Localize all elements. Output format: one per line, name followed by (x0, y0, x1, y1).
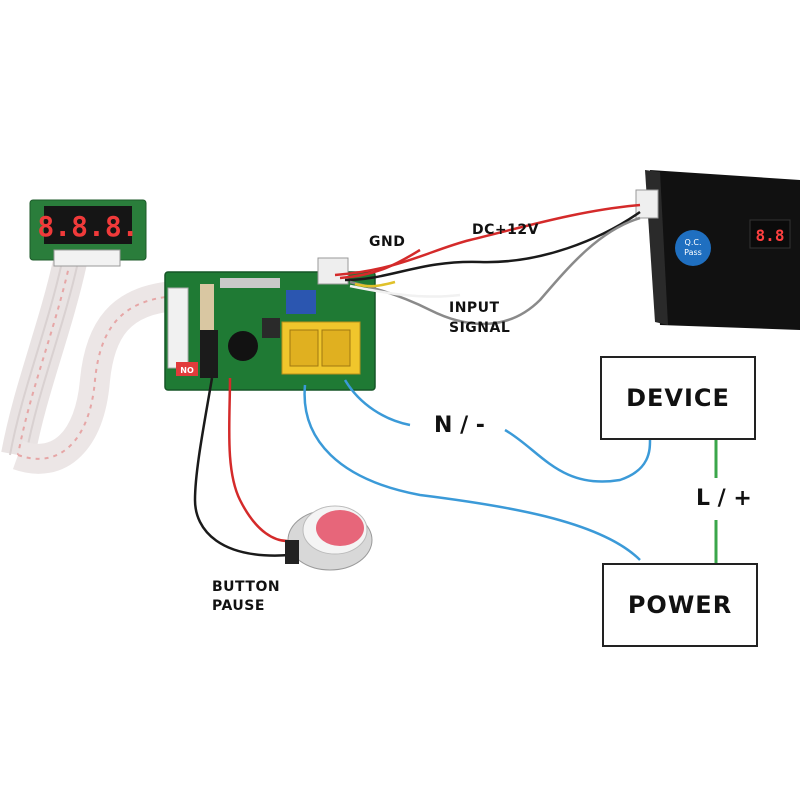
pause-push-button (285, 505, 373, 571)
input-signal-label-line1: INPUT (449, 300, 500, 316)
live-label: L / + (696, 486, 752, 511)
acceptor-digits: 8.8 (756, 226, 785, 245)
power-box-label: POWER (627, 591, 733, 619)
device-box: DEVICE (600, 356, 756, 440)
input-signal-label-line2: SIGNAL (449, 320, 511, 336)
controller-pcb (164, 257, 376, 391)
qc-pass-badge: Q.C. Pass (675, 230, 711, 266)
pass-text: Pass (684, 248, 702, 257)
ribbon-cable (1, 258, 177, 474)
button-label-line2: PAUSE (212, 598, 265, 614)
qc-text: Q.C. (684, 238, 702, 247)
digital-display-board (29, 199, 147, 267)
relay-label: NO (180, 366, 194, 375)
button-label-line1: BUTTON (212, 579, 281, 595)
button-wires (193, 377, 296, 557)
coin-acceptor (635, 170, 800, 330)
power-box: POWER (602, 563, 758, 647)
dc12v-label: DC+12V (472, 222, 539, 238)
neutral-wires (303, 379, 652, 561)
gnd-label: GND (369, 234, 406, 250)
acceptor-wires (334, 203, 641, 326)
neutral-label: N / - (434, 413, 485, 438)
device-box-label: DEVICE (626, 384, 730, 412)
display-digits: 8.8.8. (37, 210, 138, 243)
